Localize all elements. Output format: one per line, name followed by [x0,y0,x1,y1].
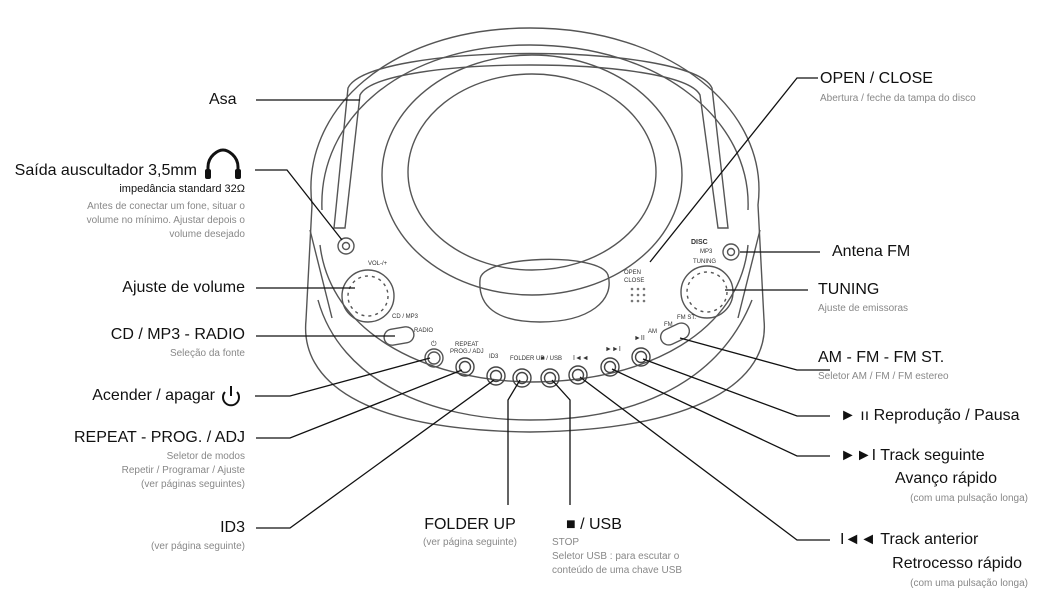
dev-open: OPEN [624,270,641,276]
svg-text:I◄◄: I◄◄ [573,355,589,362]
dev-disc-logo: DISC [691,239,708,246]
label-repeat-sub1: Seletor de modos [166,451,245,462]
label-usb-title: ■ / USB [566,516,622,533]
headphone-icon [206,148,240,177]
dev-folderup: FOLDER UP [510,356,544,362]
label-volume: Ajuste de volume [122,279,245,296]
dev-tuning: TUNING [693,259,716,265]
leader-headphone [255,169,343,241]
handle [333,52,729,229]
label-prev-title2: Retrocesso rápido [892,555,1022,572]
leader-power [255,357,431,397]
leader-repeat [256,369,463,439]
play-button[interactable] [631,347,651,367]
id3-button[interactable] [486,366,506,386]
label-headphone-title: Saída auscultador 3,5mm [14,162,197,179]
display-window [479,258,610,323]
dev-close: CLOSE [624,278,644,284]
dev-repeat: REPEAT [455,342,479,348]
dev-radio: RADIO [414,328,433,334]
band-slider[interactable] [658,320,692,347]
label-asa: Asa [209,91,237,108]
label-source-sub: Seleção da fonte [169,348,245,359]
label-tuning-title: TUNING [818,281,880,298]
cd-lid-inner [407,73,657,271]
leader-usb [551,379,571,505]
label-id3-sub: (ver página seguinte) [151,541,245,552]
dev-progadj: PROG./ ADJ [450,349,484,355]
dev-usb: ■ / USB [541,356,562,362]
leader-folder [507,379,521,505]
label-repeat-sub2: Repetir / Programar / Ajuste [121,465,245,476]
body-inner [321,44,749,211]
label-open-title: OPEN / CLOSE [820,70,933,87]
label-headphone-note2: volume no mínimo. Ajustar depois o [86,215,245,226]
cd-lid [381,54,683,296]
power-icon [222,386,240,407]
label-band-title: AM - FM - FM ST. [818,349,945,366]
leader-play [642,358,830,417]
folder-up-button[interactable] [512,368,532,388]
label-source-title: CD / MP3 - RADIO [110,326,245,343]
next-button[interactable] [600,357,620,377]
leader-next [611,368,830,457]
body-outline [304,27,765,433]
leader-id3 [256,379,495,529]
label-power: Acender / apagar [92,387,215,404]
dev-id3: ID3 [489,354,499,360]
label-prev-sub: (com uma pulsação longa) [910,578,1028,589]
label-next-title2: Avanço rápido [895,470,997,487]
power-button[interactable] [424,348,444,368]
label-usb-sub3: conteúdo de uma chave USB [552,565,683,576]
tuning-knob[interactable] [680,265,734,319]
svg-text:►II: ►II [634,335,645,342]
usb-stop-button[interactable] [540,368,560,388]
label-headphone-note1: Antes de conectar um fone, situar o [87,201,245,212]
dev-fm: FM [664,322,673,328]
label-folder-title: FOLDER UP [424,516,516,533]
dev-am: AM [648,329,657,335]
svg-text:⏻: ⏻ [431,340,437,348]
label-tuning-sub: Ajuste de emissoras [818,303,909,314]
leader-prev [579,376,830,541]
dev-fmst: FM ST. [677,315,696,321]
label-play: ► ıı Reprodução / Pausa [840,407,1020,424]
dev-mp3: MP3 [700,249,713,255]
label-open-sub: Abertura / feche da tampa do disco [820,93,976,104]
label-repeat-sub3: (ver páginas seguintes) [141,479,245,490]
label-next-title: ►►I Track seguinte [840,447,985,464]
prev-button[interactable] [568,365,588,385]
leader-band [679,337,830,371]
label-usb-sub1: STOP [552,537,580,548]
label-id3-title: ID3 [220,519,245,536]
dev-vol: VOL-/+ [368,261,388,267]
label-headphone-sub: impedância standard 32Ω [119,183,245,195]
label-next-sub: (com uma pulsação longa) [910,493,1028,504]
label-band-sub: Seletor AM / FM / FM estereo [818,371,949,382]
label-folder-sub: (ver página seguinte) [423,537,517,548]
volume-knob[interactable] [341,269,395,323]
antenna-jack[interactable] [722,243,740,261]
headphone-jack[interactable] [337,237,355,255]
svg-text:►►I: ►►I [605,346,621,353]
label-repeat-title: REPEAT - PROG. / ADJ [74,429,245,446]
label-usb-sub2: Seletor USB : para escutar o [552,551,680,562]
label-prev-title: I◄◄ Track anterior [840,531,979,548]
source-slider[interactable] [383,326,415,347]
label-headphone-note3: volume desejado [169,229,245,240]
repeat-button[interactable] [455,357,475,377]
label-antenna: Antena FM [832,243,911,260]
dev-cdmp3: CD / MP3 [392,314,419,320]
leader-open [649,77,818,263]
